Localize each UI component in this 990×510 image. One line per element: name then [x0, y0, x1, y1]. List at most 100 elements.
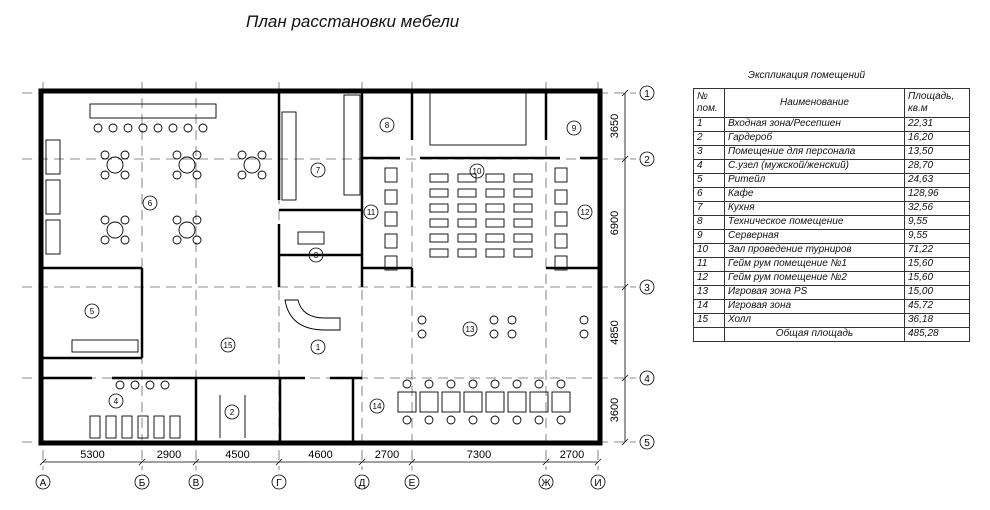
tournament-desk: [485, 188, 505, 198]
toilet-cubicle: [137, 415, 149, 439]
tournament-desk: [485, 233, 505, 243]
axis-label: Е: [409, 478, 416, 489]
cell-num: 3: [693, 145, 725, 160]
tournament-desk: [513, 248, 533, 258]
axis-bubble: [538, 474, 554, 490]
cell-num: 4: [693, 159, 725, 174]
cafe-chair: [192, 215, 202, 225]
gaming-chair: [490, 415, 500, 425]
cell-area: 24,63: [904, 173, 970, 188]
cafe-chair: [237, 170, 247, 180]
gaming-chair: [556, 379, 566, 389]
axis-label: Д: [359, 478, 366, 489]
room-number: 4: [114, 397, 119, 406]
room-number: 7: [316, 166, 321, 175]
room-number: 10: [473, 167, 482, 176]
dim-text: 3650: [609, 114, 621, 138]
ps-seat: [417, 315, 427, 325]
room-number-bubble: [363, 204, 379, 220]
kitchen-counter: [281, 111, 297, 201]
room-number: 3: [314, 251, 319, 260]
dim-tick: [621, 438, 629, 446]
cell-num: 15: [693, 313, 725, 328]
cell-area: 32,56: [904, 201, 970, 216]
header-name: Наименование: [724, 88, 905, 118]
dim-text: 4600: [308, 449, 332, 461]
cell-area: 45,72: [904, 299, 970, 314]
axis-bubble: [271, 474, 287, 490]
cafe-chair: [100, 235, 110, 245]
header-area: Площадь, кв.м: [904, 88, 970, 118]
room-number: 11: [367, 208, 376, 217]
room-number-bubble: [310, 162, 326, 178]
gaming-pc: [554, 189, 568, 205]
axis-label: А: [40, 478, 47, 489]
tournament-desk: [457, 203, 477, 213]
ps-seat: [579, 315, 589, 325]
gaming-pc: [384, 167, 398, 183]
room-number-bubble: [308, 247, 324, 263]
dim-tick: [621, 374, 629, 382]
cell-num: 6: [693, 187, 725, 202]
tournament-desk: [457, 188, 477, 198]
cell-area: 28,70: [904, 159, 970, 174]
gaming-desk: [463, 391, 483, 413]
cafe-chair: [120, 170, 130, 180]
tournament-desk: [485, 248, 505, 258]
cell-name: Игровая зона: [724, 299, 905, 314]
header-num: № пом.: [693, 88, 725, 118]
toilet-cubicle: [121, 415, 133, 439]
cafe-chair: [192, 150, 202, 160]
tournament-desk: [429, 218, 449, 228]
room-number-bubble: [108, 393, 124, 409]
room-number: 2: [230, 408, 235, 417]
gaming-desk: [551, 391, 571, 413]
room-number: 5: [90, 307, 95, 316]
dim-tick: [39, 458, 47, 466]
axis-label: 2: [644, 155, 650, 166]
tournament-desk: [485, 203, 505, 213]
total-area: 485,28: [904, 327, 970, 342]
room-number: 12: [581, 208, 590, 217]
dim-text: 3600: [609, 398, 621, 422]
dim-text: 2700: [375, 449, 399, 461]
cell-name: С.узел (мужской/женский): [724, 159, 905, 174]
cell-area: 15,00: [904, 285, 970, 300]
room-number-bubble: [379, 117, 395, 133]
cafe-chair: [100, 150, 110, 160]
room-number-bubble: [462, 321, 478, 337]
cell-num: 9: [693, 229, 725, 244]
tournament-desk: [513, 188, 533, 198]
room-number: 1: [316, 343, 321, 352]
gaming-chair: [512, 415, 522, 425]
cafe-table: [243, 156, 261, 174]
sink: [145, 380, 155, 390]
room-number: 14: [373, 402, 382, 411]
bar-stool: [168, 123, 178, 133]
sink: [115, 380, 125, 390]
cell-name: Кафе: [724, 187, 905, 202]
ps-seat: [579, 329, 589, 339]
room-number-bubble: [469, 163, 485, 179]
bar-stool: [153, 123, 163, 133]
stage: [429, 92, 527, 146]
cafe-chair: [100, 215, 110, 225]
bar-counter: [89, 103, 217, 119]
cell-name: Техническое помещение: [724, 215, 905, 230]
ps-seat: [507, 329, 517, 339]
cafe-chair: [120, 150, 130, 160]
gaming-desk: [441, 391, 461, 413]
cafe-chair: [257, 170, 267, 180]
cell-area: 13,50: [904, 145, 970, 160]
ps-seat: [507, 315, 517, 325]
tournament-desk: [513, 203, 533, 213]
cell-area: 71,22: [904, 243, 970, 258]
